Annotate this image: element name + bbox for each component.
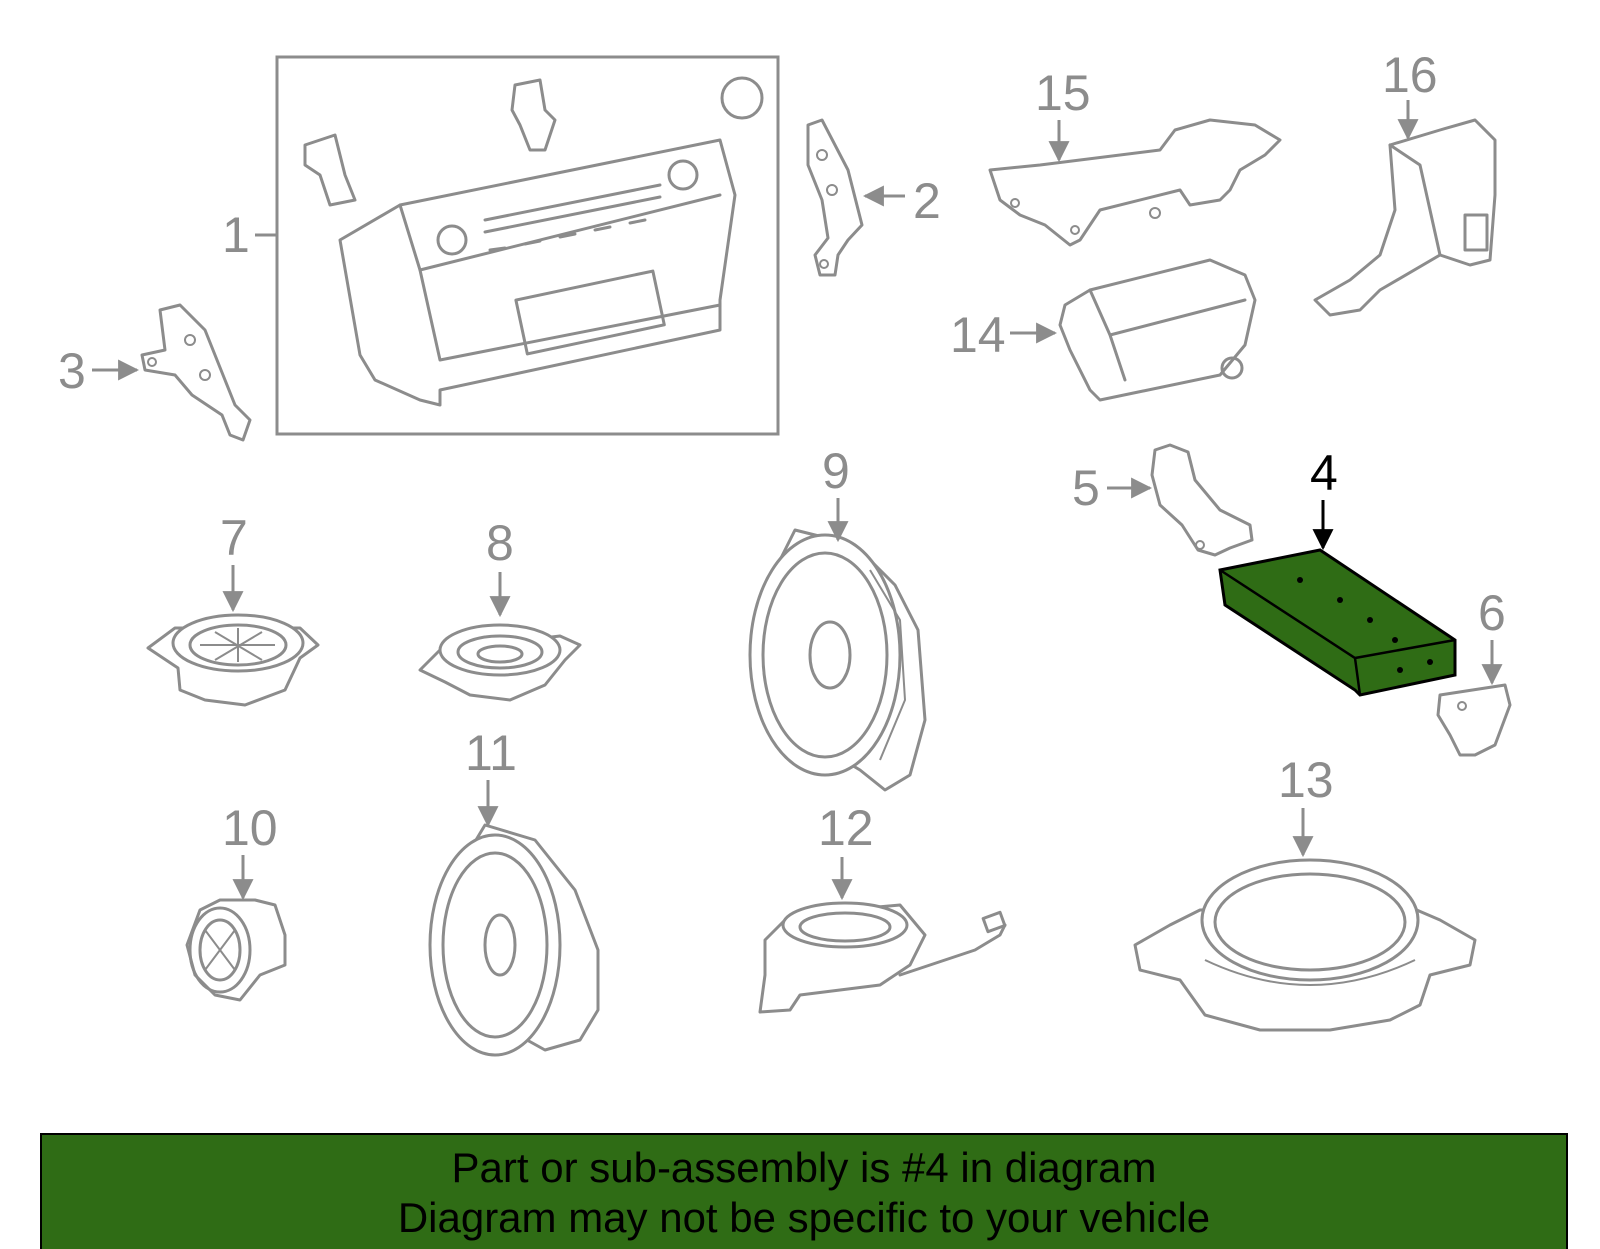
part-16-bracket[interactable]: [1313, 118, 1497, 317]
callout-2[interactable]: 2: [913, 173, 941, 229]
callout-10[interactable]: 10: [222, 800, 278, 856]
callout-11[interactable]: 11: [465, 725, 517, 781]
part-1-head-unit[interactable]: [275, 55, 780, 436]
part-9-speaker[interactable]: [748, 528, 927, 792]
part-13-subwoofer[interactable]: [1133, 858, 1477, 1032]
callout-16[interactable]: 16: [1382, 47, 1438, 103]
callout-6[interactable]: 6: [1478, 585, 1506, 641]
part-15-bracket[interactable]: [988, 118, 1282, 247]
part-14-housing[interactable]: [1058, 258, 1257, 402]
banner-line-1: Part or sub-assembly is #4 in diagram: [451, 1144, 1157, 1191]
callout-5[interactable]: 5: [1072, 460, 1100, 516]
amplifier-body: [1218, 548, 1457, 697]
part-12-speaker[interactable]: [758, 901, 1007, 1014]
part-7-speaker[interactable]: [146, 613, 320, 707]
callout-14[interactable]: 14: [950, 307, 1006, 363]
part-6-bracket[interactable]: [1436, 683, 1512, 757]
part-5-bracket[interactable]: [1150, 443, 1254, 557]
callout-12[interactable]: 12: [818, 800, 874, 856]
callout-8[interactable]: 8: [486, 515, 514, 571]
part-8-speaker[interactable]: [418, 623, 582, 702]
callout-1[interactable]: 1: [222, 207, 250, 263]
part-4-amplifier[interactable]: [1218, 548, 1457, 697]
callout-7[interactable]: 7: [220, 510, 248, 566]
part-10-tweeter[interactable]: [185, 898, 287, 1002]
info-banner: Part or sub-assembly is #4 in diagram Di…: [40, 1133, 1568, 1249]
callout-13[interactable]: 13: [1278, 752, 1334, 808]
callout-15[interactable]: 15: [1035, 65, 1091, 121]
callout-3[interactable]: 3: [58, 343, 86, 399]
banner-line-2: Diagram may not be specific to your vehi…: [397, 1194, 1211, 1241]
callout-4[interactable]: 4: [1310, 445, 1338, 501]
part-2-bracket[interactable]: [806, 118, 864, 277]
part-11-speaker[interactable]: [428, 823, 600, 1057]
part-3-bracket[interactable]: [140, 303, 252, 442]
callout-9[interactable]: 9: [822, 443, 850, 499]
